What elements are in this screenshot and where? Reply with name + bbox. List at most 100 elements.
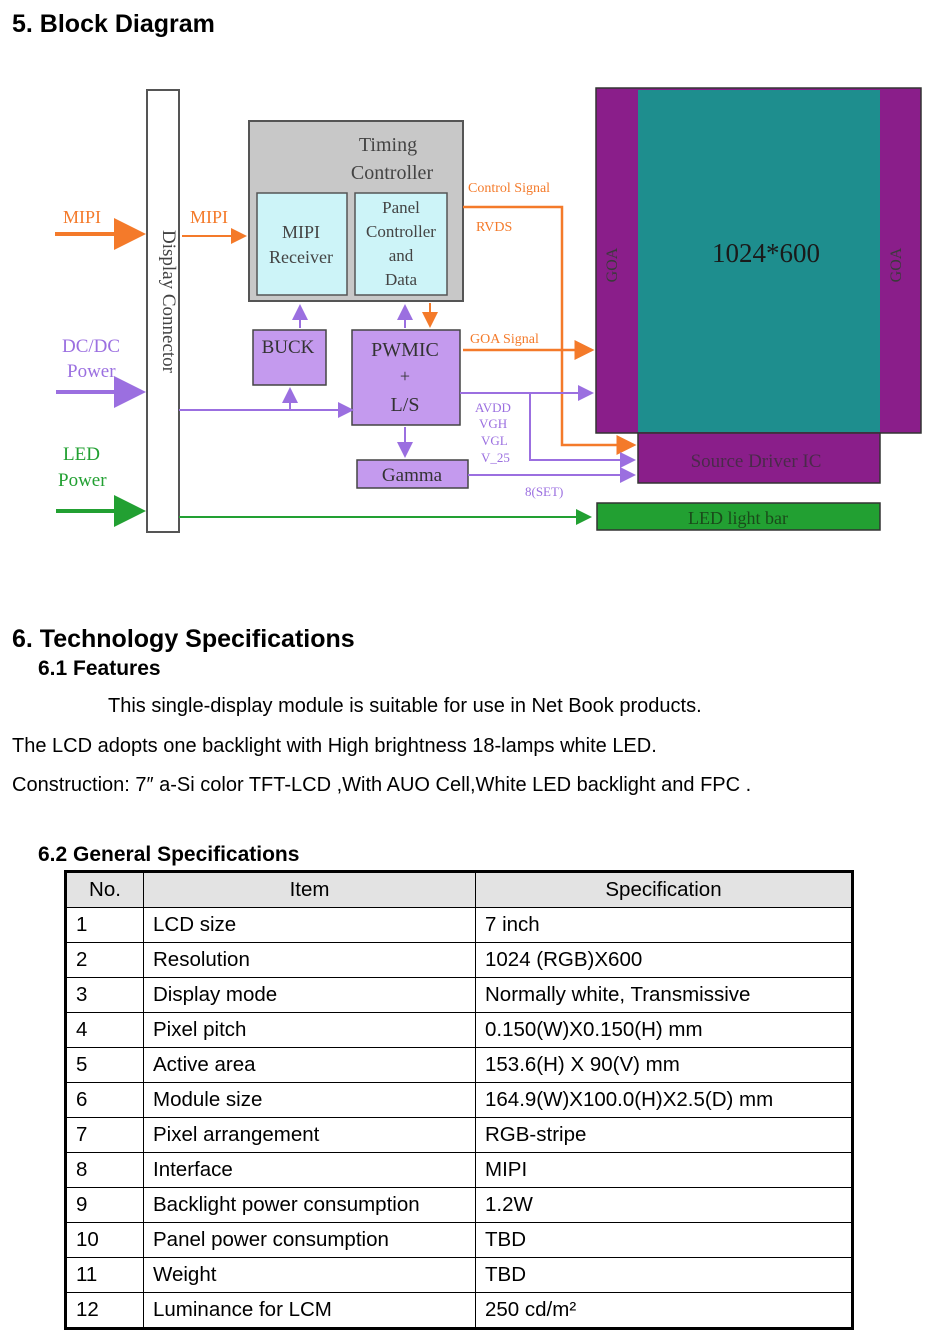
header-no: No. <box>65 871 144 908</box>
panel-controller-box <box>354 192 448 296</box>
row-item: Module size <box>143 1082 476 1118</box>
row-spec: MIPI <box>475 1152 853 1188</box>
panel-controller-label-line2: Controller <box>366 222 436 241</box>
block-diagram: Display Connector Timing Controller MIPI… <box>55 87 922 533</box>
row-spec: 0.150(W)X0.150(H) mm <box>475 1012 853 1048</box>
panel-controller-label-line1: Panel <box>382 198 420 217</box>
row-spec: Normally white, Transmissive <box>475 977 853 1013</box>
led-power-label-line1: LED <box>63 444 100 465</box>
row-no: 2 <box>65 942 144 978</box>
row-spec: 164.9(W)X100.0(H)X2.5(D) mm <box>475 1082 853 1118</box>
dcdc-label-line1: DC/DC <box>62 336 120 357</box>
vgh-label: VGH <box>479 416 507 431</box>
panel-controller-label-line4: Data <box>385 270 418 289</box>
row-no: 4 <box>65 1012 144 1048</box>
mipi-middle-label: MIPI <box>190 207 228 227</box>
pwmic-box <box>351 329 461 426</box>
avdd-label: AVDD <box>475 400 511 415</box>
row-no: 12 <box>65 1292 144 1329</box>
row-item: Resolution <box>143 942 476 978</box>
row-spec: TBD <box>475 1222 853 1258</box>
row-item: Panel power consumption <box>143 1222 476 1258</box>
control-signal-line <box>463 205 637 455</box>
panel-resolution-label: 1024*600 <box>712 238 820 268</box>
tcon-label-line2: Controller <box>351 162 434 184</box>
row-item: Active area <box>143 1047 476 1083</box>
v25-label: V_25 <box>481 450 510 465</box>
pwmic-label-line2: + <box>400 366 410 386</box>
mipi-input-label: MIPI <box>63 207 101 227</box>
section-5-title: 5. Block Diagram <box>12 10 215 38</box>
source-driver-box <box>637 432 881 484</box>
pwmic-label-line3: L/S <box>391 394 420 416</box>
header-specification: Specification <box>475 871 853 908</box>
display-connector-label: Display Connector <box>158 230 179 374</box>
row-item: Pixel pitch <box>143 1012 476 1048</box>
row-no: 9 <box>65 1187 144 1223</box>
mipi-receiver-box <box>256 192 348 296</box>
row-no: 3 <box>65 977 144 1013</box>
mipi-receiver-label-line2: Receiver <box>269 247 333 267</box>
tcon-label-line1: Timing <box>359 134 417 156</box>
rvds-label: RVDS <box>476 220 512 235</box>
vgl-label: VGL <box>481 433 508 448</box>
row-spec: 1.2W <box>475 1187 853 1223</box>
row-item: Backlight power consumption <box>143 1187 476 1223</box>
mipi-receiver-label-line1: MIPI <box>282 222 320 242</box>
goa-right-label: GOA <box>888 247 905 282</box>
row-no: 5 <box>65 1047 144 1083</box>
row-spec: 153.6(H) X 90(V) mm <box>475 1047 853 1083</box>
led-power-label-line2: Power <box>58 470 107 491</box>
row-no: 1 <box>65 907 144 943</box>
led-light-bar-box <box>596 502 881 531</box>
row-no: 10 <box>65 1222 144 1258</box>
panel-active-area <box>638 90 880 432</box>
row-no: 7 <box>65 1117 144 1153</box>
section-6-1-title: 6.1 Features <box>38 657 161 680</box>
8set-label: 8(SET) <box>525 484 563 499</box>
voltage-to-source-driver-line <box>460 392 636 468</box>
row-spec: 250 cd/m² <box>475 1292 853 1329</box>
section-6-2-title: 6.2 General Specifications <box>38 843 300 866</box>
row-item: LCD size <box>143 907 476 943</box>
row-item: Weight <box>143 1257 476 1293</box>
goa-left-label: GOA <box>604 247 621 282</box>
source-driver-label: Source Driver IC <box>691 451 822 472</box>
row-item: Pixel arrangement <box>143 1117 476 1153</box>
buck-box <box>252 329 327 386</box>
row-no: 6 <box>65 1082 144 1118</box>
row-spec: RGB-stripe <box>475 1117 853 1153</box>
row-no: 8 <box>65 1152 144 1188</box>
control-signal-label: Control Signal <box>468 181 550 196</box>
section-6-title: 6. Technology Specifications <box>12 625 355 653</box>
feature-line-1: This single-display module is suitable f… <box>108 695 702 717</box>
dcdc-label-line2: Power <box>67 361 116 382</box>
goa-signal-label: GOA Signal <box>470 332 539 347</box>
row-item: Interface <box>143 1152 476 1188</box>
row-item: Luminance for LCM <box>143 1292 476 1329</box>
gamma-label: Gamma <box>382 465 443 486</box>
led-light-bar-label: LED light bar <box>688 508 788 528</box>
panel-controller-label-line3: and <box>389 246 414 265</box>
feature-line-3: Construction: 7″ a-Si color TFT-LCD ,Wit… <box>12 774 752 796</box>
row-spec: TBD <box>475 1257 853 1293</box>
display-connector-box <box>146 89 180 533</box>
row-item: Display mode <box>143 977 476 1013</box>
gamma-box <box>356 459 469 489</box>
row-spec: 1024 (RGB)X600 <box>475 942 853 978</box>
table-header-row: No. Item Specification <box>65 871 853 908</box>
row-spec: 7 inch <box>475 907 853 943</box>
